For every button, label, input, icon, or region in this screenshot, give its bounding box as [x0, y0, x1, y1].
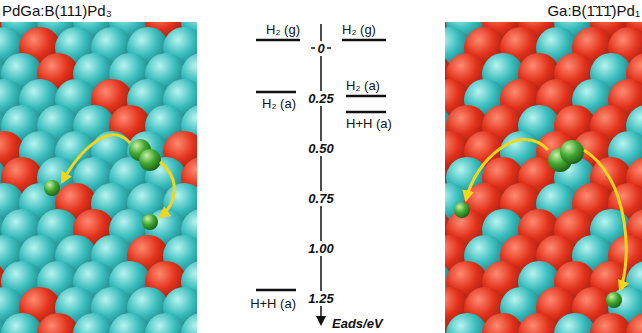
metal-atom — [482, 313, 524, 333]
state-label: H₂ (a) — [346, 78, 380, 93]
state-label: H₂ (a) — [262, 96, 296, 111]
axis-value: 1.00 — [306, 241, 335, 256]
axis-value: 1.25 — [306, 291, 335, 306]
panel-title: PdGa:B(111)Pd₃ — [2, 2, 112, 19]
axis-value: 0.50 — [306, 141, 335, 156]
surface-left — [0, 22, 197, 333]
state-label: H₂ (g) — [266, 22, 300, 37]
energy-axis — [311, 24, 331, 318]
metal-atom — [109, 313, 151, 333]
axis-title: Eads/eV — [330, 316, 385, 331]
surface-right — [445, 22, 642, 333]
metal-atom — [626, 313, 642, 333]
metal-atom — [145, 313, 187, 333]
metal-atom — [446, 313, 488, 333]
state-label: H₂ (g) — [342, 22, 376, 37]
diffusion-arrows — [62, 135, 626, 290]
energy-levels — [256, 40, 386, 290]
state-label: H+H (a) — [346, 116, 392, 131]
metal-atom — [590, 313, 632, 333]
axis-value: 0.75 — [306, 191, 335, 206]
metal-atom — [1, 313, 43, 333]
metal-atom — [73, 313, 115, 333]
metal-atom — [518, 313, 560, 333]
axis-value: 0.25 — [306, 91, 335, 106]
metal-atom — [37, 313, 79, 333]
panel-title: Ga:B(1̄1̄1̄)Pd₁ — [547, 2, 640, 19]
metal-atom — [554, 313, 596, 333]
metal-atom — [181, 313, 197, 333]
hydrogen-atoms — [44, 139, 622, 308]
state-label: H+H (a) — [250, 296, 296, 311]
axis-arrow — [316, 316, 326, 326]
axis-value: 0 — [315, 41, 326, 56]
